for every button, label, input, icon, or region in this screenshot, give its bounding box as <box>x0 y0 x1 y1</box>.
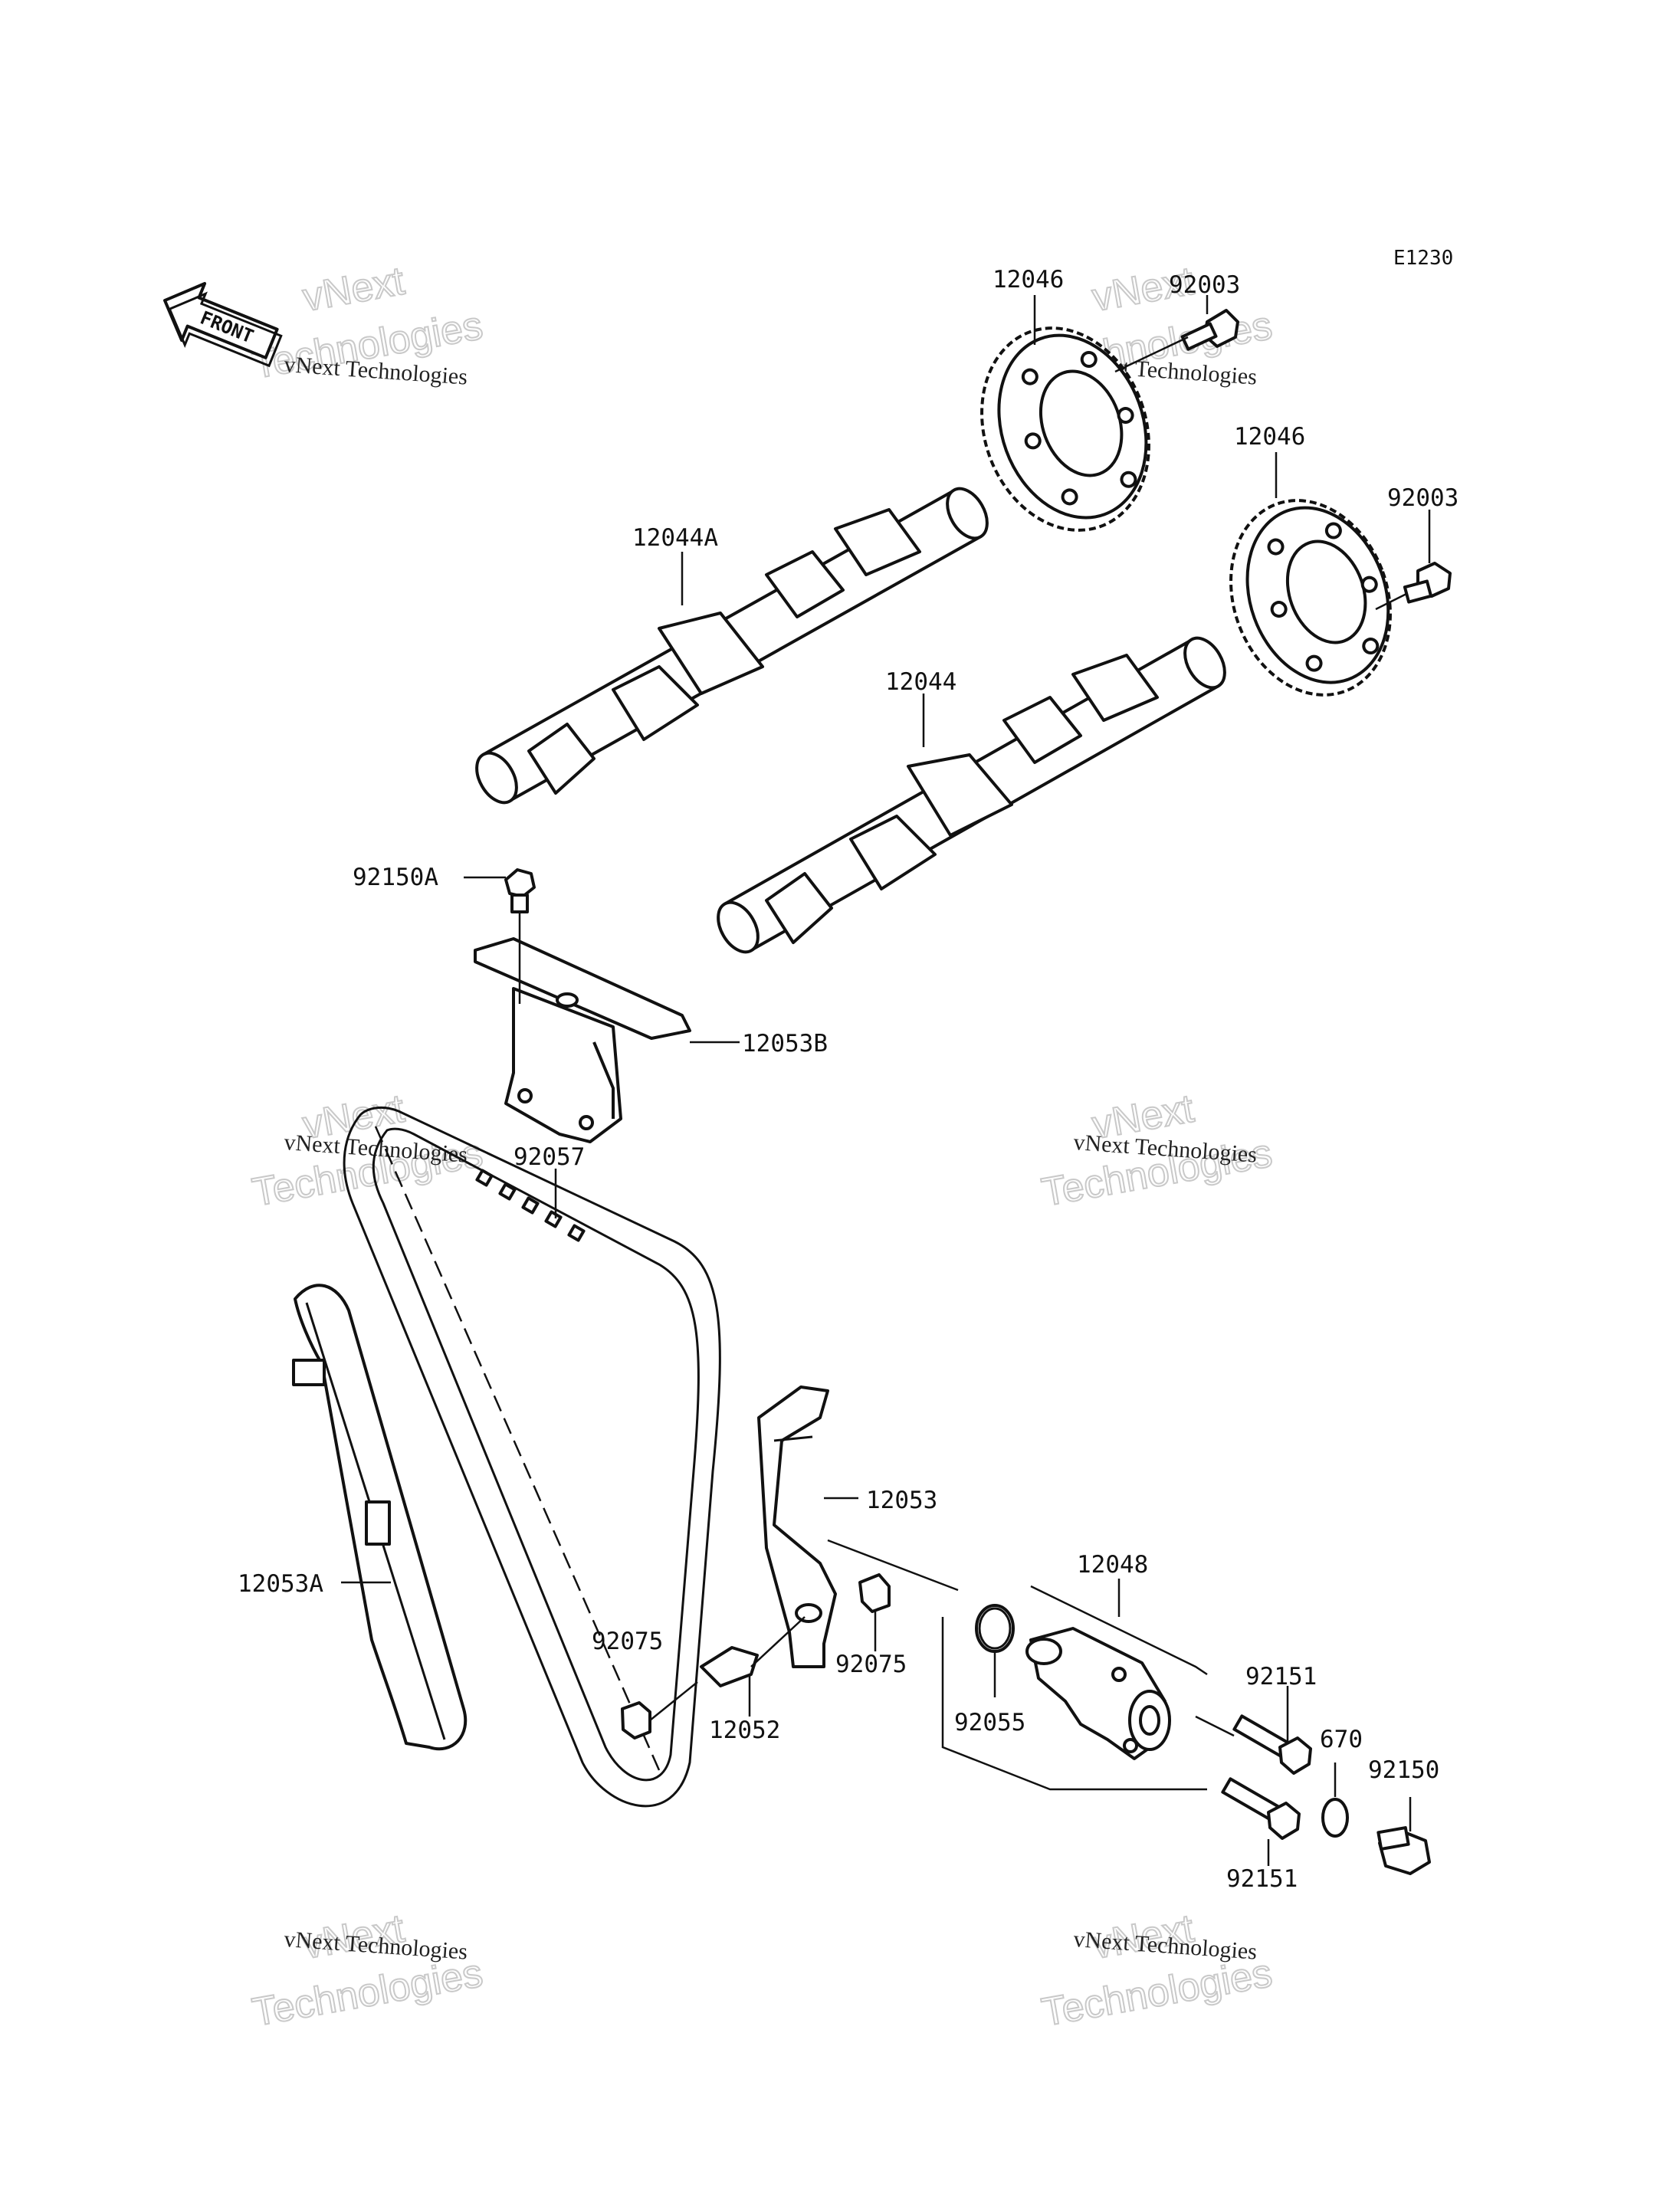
label-sprocket-right: 12046 <box>1234 423 1305 451</box>
camshaft-12044 <box>717 636 1226 954</box>
label-bolt-top: 92003 <box>1169 271 1240 299</box>
label-sprocket-top: 12046 <box>993 266 1064 293</box>
label-collar-left: 92075 <box>592 1628 663 1655</box>
watermark-small: vNext Technologies <box>284 352 469 390</box>
oring-92055 <box>975 1604 1015 1653</box>
watermark-big-top: vNext <box>300 259 409 320</box>
watermark-6: vNext Technologies <box>1038 1906 1276 2036</box>
tensioner-bolt-lower-92151 <box>1221 1777 1301 1840</box>
label-guide-tensioner: 12053 <box>866 1487 937 1514</box>
chain-guide-left-12053a <box>292 1284 468 1751</box>
watermark-5: vNext Technologies <box>248 1906 487 2036</box>
leader-lines <box>341 295 1431 1866</box>
camshaft-sprocket-upper <box>980 326 1150 532</box>
label-plug: 92150 <box>1368 1756 1439 1784</box>
cam-chain-92057 <box>343 1106 721 1808</box>
collar-92075-left <box>621 1701 651 1740</box>
camshaft-sprocket-right <box>1229 499 1392 697</box>
label-bolt-lower: 92151 <box>1226 1865 1298 1893</box>
camshaft-12044a <box>475 487 989 805</box>
watermark-big-bottom: Technologies <box>249 1951 486 2035</box>
label-bolt-guide: 92150A <box>353 864 438 891</box>
label-collar-right: 92075 <box>835 1651 907 1678</box>
cam-chain-links <box>475 1169 586 1242</box>
diagram-code: E1230 <box>1393 247 1453 270</box>
label-guide-top: 12053B <box>742 1030 828 1058</box>
oring-inner <box>978 1607 1012 1650</box>
label-tensioner: 12048 <box>1077 1551 1148 1579</box>
label-pin: 12052 <box>709 1717 780 1744</box>
label-camshaft-a: 12044A <box>632 524 718 552</box>
chain-guide-upper-12053b <box>474 937 691 1143</box>
label-bolt-right: 92003 <box>1387 484 1459 512</box>
collar-92075-right <box>858 1573 891 1613</box>
label-gasket: 670 <box>1320 1726 1363 1753</box>
label-camshaft: 12044 <box>885 668 956 696</box>
front-arrow-icon: FRONT <box>163 281 283 368</box>
guide-bolt-92150a <box>504 868 536 913</box>
gasket-670 <box>1321 1798 1349 1838</box>
label-chain: 92057 <box>514 1143 585 1171</box>
chain-tensioner-12048 <box>1025 1627 1171 1760</box>
sprocket-bolt-upper <box>1180 309 1239 351</box>
plug-92150 <box>1376 1826 1431 1875</box>
sprocket-bolt-right <box>1403 562 1452 604</box>
label-guide-left: 12053A <box>238 1570 323 1598</box>
label-oring: 92055 <box>954 1709 1025 1736</box>
label-bolt-upper: 92151 <box>1245 1663 1317 1690</box>
chain-guide-tensioner-12053 <box>757 1385 837 1668</box>
watermark-big-bottom: Technologies <box>1039 1951 1275 2035</box>
tensioner-bolt-upper-92151 <box>1232 1714 1312 1775</box>
